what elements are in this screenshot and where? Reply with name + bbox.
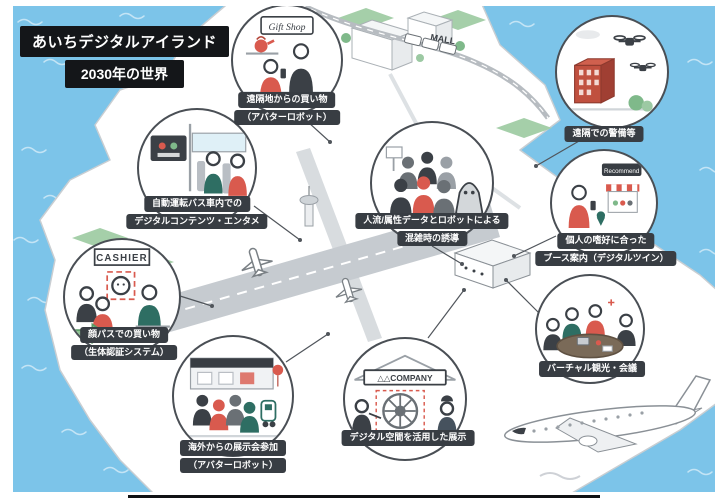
control-tower: [299, 186, 319, 227]
label-overseas-expo: 海外からの展示会参加 （アバターロボット）: [179, 440, 287, 474]
bus-entertainment-illustration: [148, 123, 247, 202]
vignette-overseas-expo: [172, 335, 294, 457]
map-pin-icon: [596, 211, 606, 226]
label-crowd-guidance: 人流/属性データとロボットによる 混雑時の誘導: [355, 213, 509, 247]
avatar-robot-icon: [260, 399, 277, 428]
phone-icon: [280, 68, 286, 79]
label-remote-shopping: 遠隔地からの買い物 （アバターロボット）: [234, 92, 340, 126]
label-line: 自動運転バス車内での: [143, 196, 250, 212]
face-pass-illustration: CASHIER: [73, 248, 170, 345]
virtual-meeting-illustration: [543, 299, 636, 359]
remote-security-illustration: [568, 30, 656, 112]
bottom-edge-line: [128, 495, 600, 498]
train: [404, 33, 457, 55]
kettle-icon: [254, 35, 275, 53]
person: [240, 401, 259, 433]
person: [192, 394, 212, 426]
passenger: [203, 151, 223, 194]
frame-right: [715, 0, 728, 500]
label-virtual-meeting: バーチャル観光・会議: [539, 361, 645, 377]
company-sign: △△COMPANY: [377, 373, 433, 383]
exhibition-hall: [453, 239, 532, 289]
person: [433, 180, 455, 217]
bus-window: [191, 132, 247, 153]
drone-icon: [613, 35, 646, 46]
drone-icon: [629, 62, 656, 72]
frame-left: [0, 0, 13, 500]
meeting-table: [556, 333, 624, 359]
title-line1: あいちデジタルアイランド: [20, 26, 229, 57]
airplane-on-runway-1: [241, 247, 273, 278]
label-line: 遠隔での警備等: [564, 126, 644, 142]
label-remote-security: 遠隔での警備等: [564, 126, 644, 142]
media-screen: [150, 135, 187, 162]
overseas-expo-illustration: [185, 357, 284, 438]
monorail: [298, 1, 551, 120]
visitor: [568, 184, 596, 228]
red-building: [574, 57, 615, 104]
attendee: [585, 304, 605, 337]
person: [209, 399, 229, 431]
cashier-person: [137, 284, 161, 327]
label-bus-entertainment: 自動運転バス車内での デジタルコンテンツ・エンタメ: [126, 196, 268, 230]
booth-stall: [606, 184, 640, 213]
booth-guide-illustration: Recommend: [562, 163, 646, 236]
laptop-icon: [576, 336, 590, 346]
presenter: [352, 399, 382, 433]
phone-icon: [590, 200, 596, 211]
balloon-icon: [272, 364, 284, 376]
label-line: （生体認証システム）: [71, 344, 177, 361]
shopper: [76, 286, 97, 323]
title-block: あいちデジタルアイランド 2030年の世界: [20, 26, 229, 88]
gift-shop-sign: Gift Shop: [269, 22, 306, 33]
label-line: 混雑時の誘導: [396, 230, 468, 247]
airplane-on-runway-2: [335, 277, 363, 304]
turbine-exhibit: [382, 393, 419, 429]
face-scan-frame: [106, 271, 136, 301]
label-line: （アバターロボット）: [234, 109, 340, 126]
label-booth-guide: 個人の嗜好に合った ブース案内（デジタルツイン）: [535, 233, 677, 267]
label-line: ブース案内（デジタルツイン）: [535, 250, 677, 267]
label-line: （アバターロボット）: [180, 457, 286, 474]
label-line: 個人の嗜好に合った: [557, 233, 655, 249]
vignette-remote-security: [555, 15, 669, 129]
airliner: [503, 375, 712, 480]
label-line: 人流/属性データとロボットによる: [355, 213, 509, 229]
label-line: 顔パスでの買い物: [79, 327, 169, 343]
label-digital-exhibit: デジタル空間を活用した展示: [341, 430, 475, 446]
frame-top: [0, 0, 728, 6]
person: [225, 394, 245, 426]
label-line: デジタルコンテンツ・エンタメ: [126, 213, 268, 230]
airliner-windows: [532, 411, 644, 433]
leader-lines: [179, 111, 599, 363]
title-line2: 2030年の世界: [64, 60, 185, 88]
digital-exhibit-illustration: △△COMPANY: [352, 354, 457, 441]
passenger: [228, 153, 247, 196]
cashier-sign: CASHIER: [96, 253, 148, 264]
person: [412, 176, 435, 213]
label-line: バーチャル観光・会議: [539, 361, 645, 377]
person: [390, 178, 412, 216]
recommend-banner: Recommend: [604, 168, 640, 175]
shop-clerk: [289, 43, 313, 93]
label-line: デジタル空間を活用した展示: [341, 430, 475, 446]
label-line: 海外からの展示会参加: [179, 440, 287, 456]
sparkle-icon: [608, 299, 615, 306]
label-face-pass: 顔パスでの買い物 （生体認証システム）: [71, 327, 177, 361]
label-line: 遠隔地からの買い物: [238, 92, 336, 108]
